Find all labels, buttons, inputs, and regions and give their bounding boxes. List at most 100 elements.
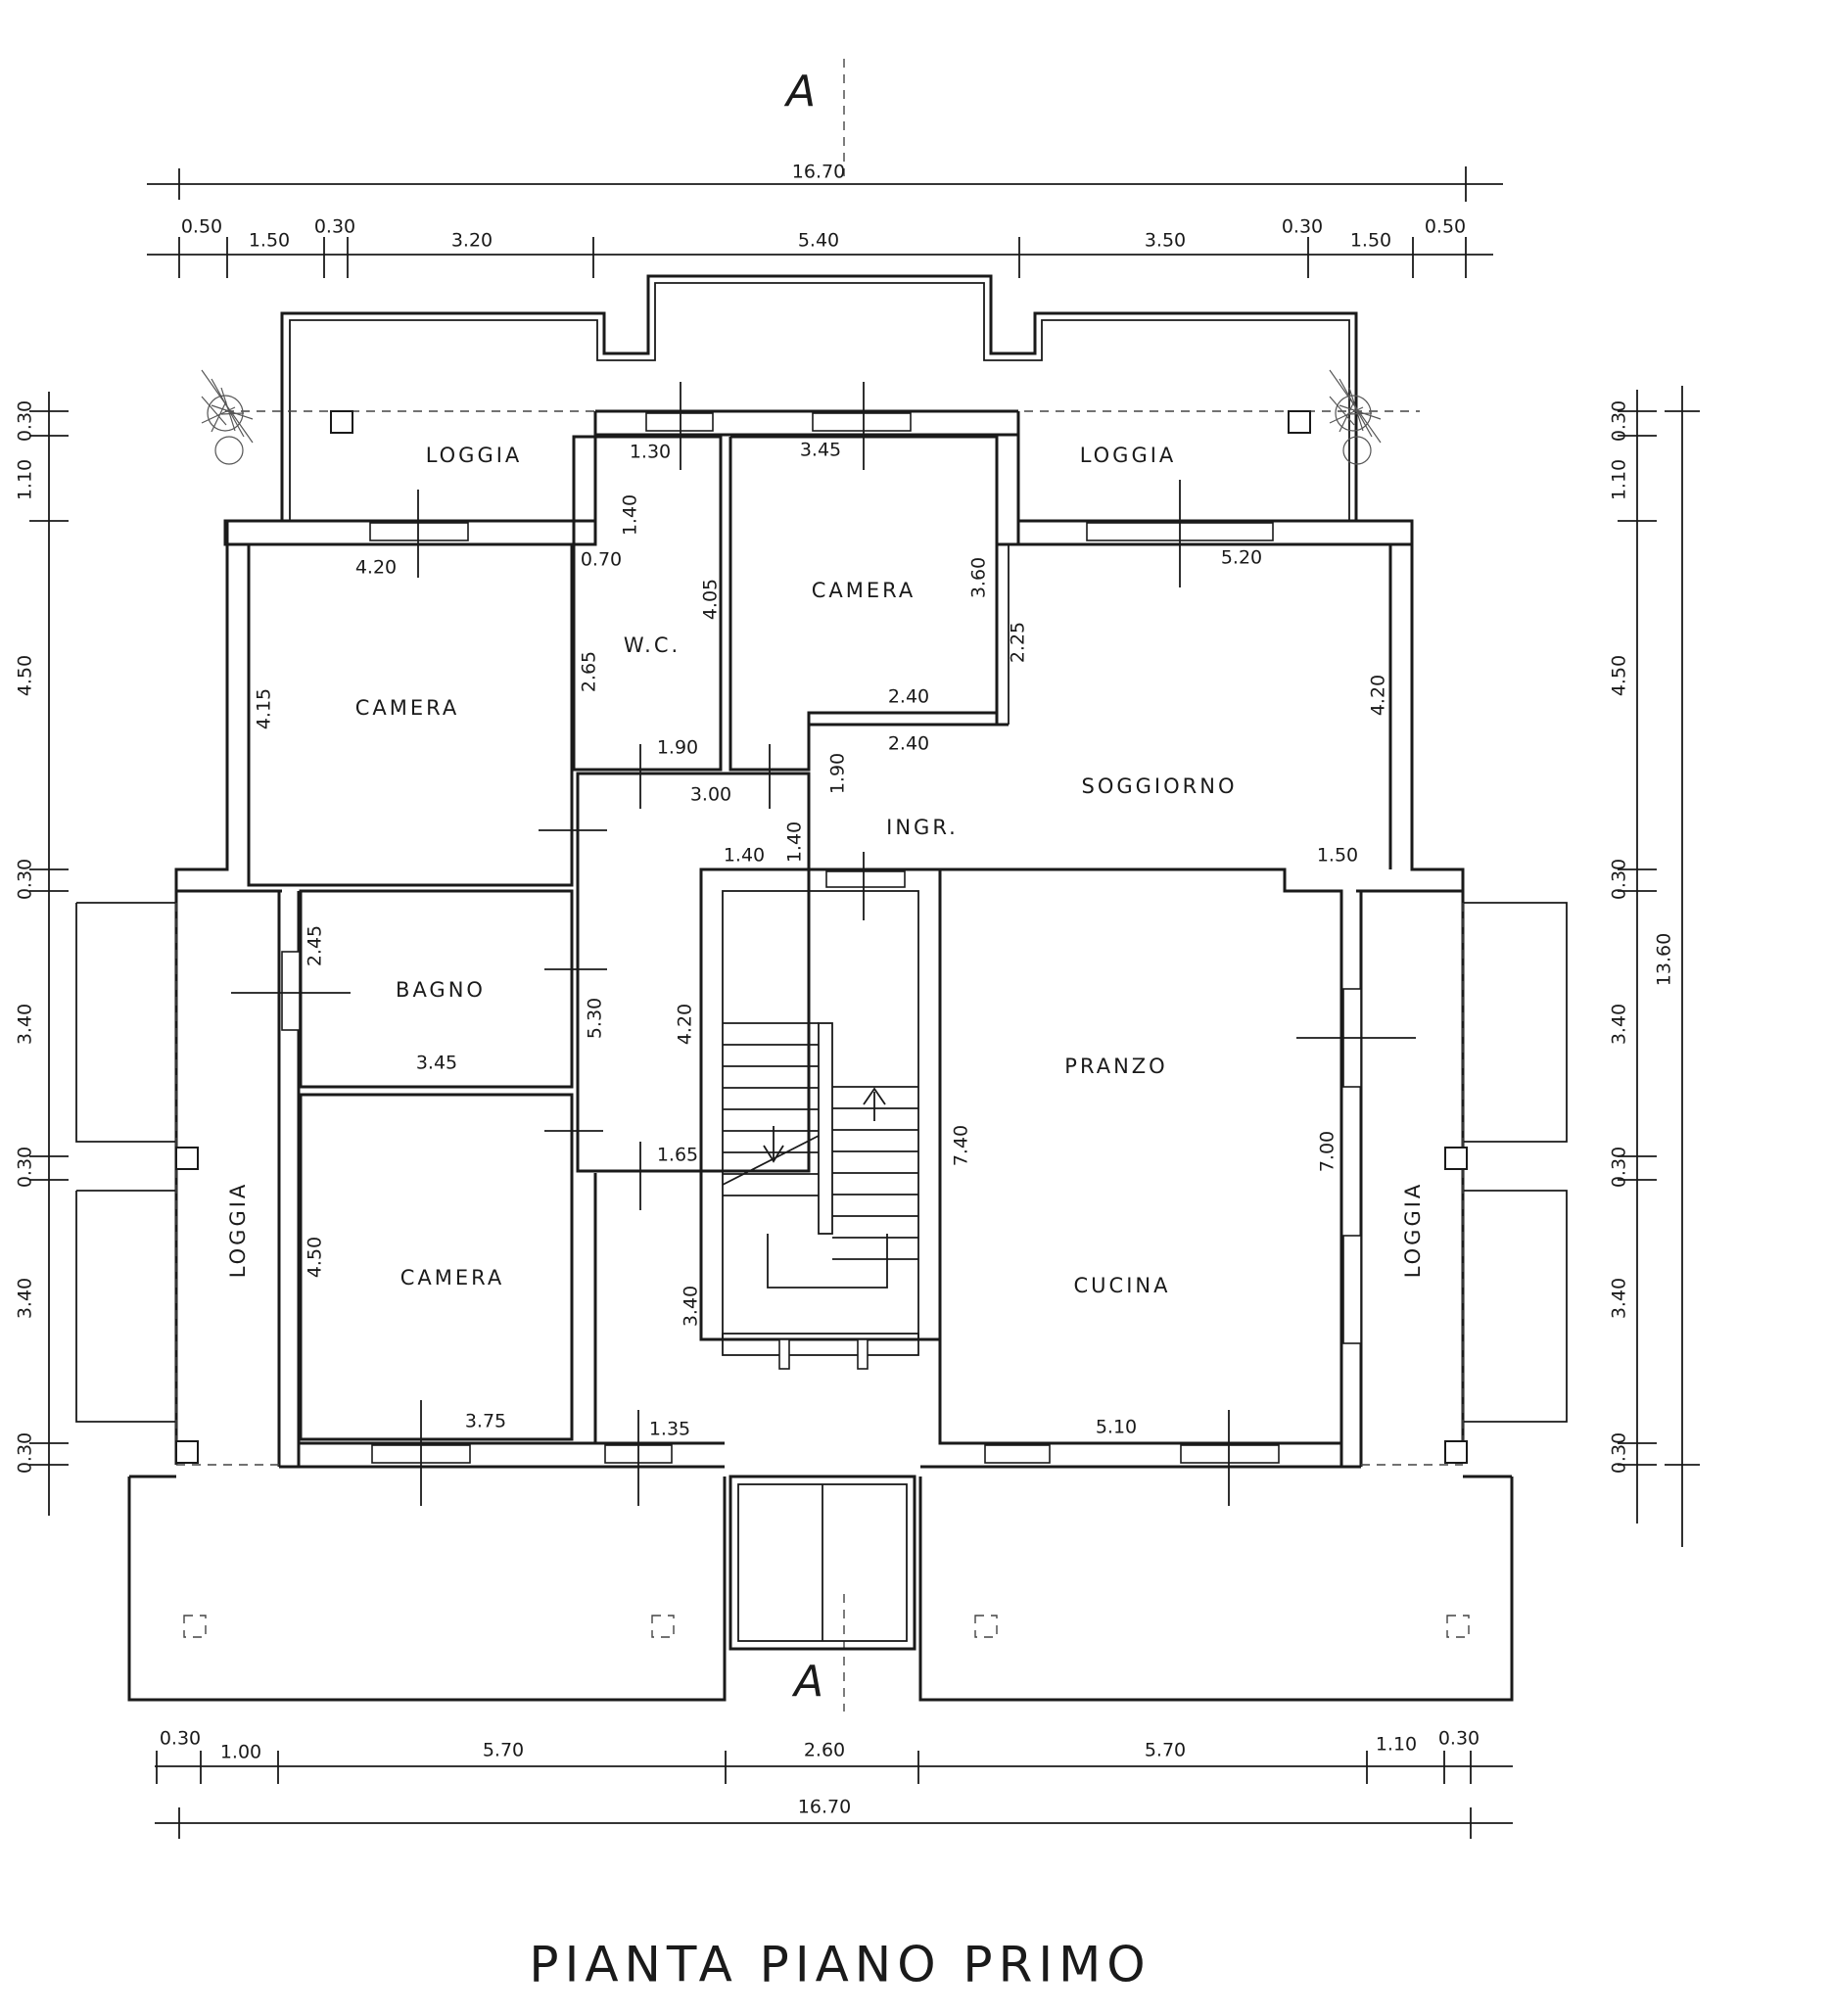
dimension-value: 5.70 xyxy=(1145,1740,1186,1761)
right-loggia-parapet xyxy=(1463,902,1568,1143)
pillar xyxy=(1288,410,1311,434)
left-loggia-parapet xyxy=(76,902,177,1142)
dimension-value: 1.30 xyxy=(630,442,671,463)
room-label-wc: W.C. xyxy=(624,633,681,657)
room-label-loggia: LOGGIA xyxy=(226,1182,250,1279)
room-label-pranzo: PRANZO xyxy=(1064,1055,1167,1078)
dimension-value: 1.40 xyxy=(724,845,765,867)
dimension-value: 1.65 xyxy=(657,1145,698,1166)
window xyxy=(812,412,912,432)
dimension-value: 0.30 xyxy=(1609,1147,1630,1188)
left-loggia-parapet-lower xyxy=(75,1190,177,1423)
dimension-value: 3.75 xyxy=(465,1411,506,1432)
stair-landing-edge xyxy=(722,1333,919,1356)
stair-arrow-up-head xyxy=(863,1087,886,1105)
dimension-value: 1.35 xyxy=(649,1419,690,1440)
dimension-value: 3.60 xyxy=(968,557,990,598)
dimension-value: 0.30 xyxy=(1438,1728,1480,1750)
dimension-value: 5.40 xyxy=(798,230,839,252)
stair-arrow-down-head xyxy=(763,1145,784,1163)
dimension-value: 3.45 xyxy=(416,1053,457,1074)
window xyxy=(369,522,469,541)
pranzo-cucina-room xyxy=(938,867,1343,1445)
pillar-outline xyxy=(183,1615,207,1638)
dimension-value: 3.40 xyxy=(681,1286,702,1327)
planter-shrub xyxy=(1335,395,1372,432)
camera-top-left-room xyxy=(247,542,574,887)
dimension-value: 0.30 xyxy=(1609,859,1630,900)
left-loggia-parapet-outer xyxy=(75,903,176,1143)
stairwell xyxy=(699,867,942,1341)
wc-room xyxy=(572,435,723,772)
room-label-camera: CAMERA xyxy=(400,1266,505,1289)
room-label-soggiorno: SOGGIORNO xyxy=(1082,774,1238,798)
dimension-value: 1.00 xyxy=(220,1742,261,1763)
dimension-value: 0.30 xyxy=(15,1432,36,1474)
dimension-value: 1.90 xyxy=(827,753,849,794)
bagno-room xyxy=(299,889,574,1089)
dimension-value: 4.50 xyxy=(305,1237,326,1278)
stair-spine xyxy=(818,1022,833,1235)
window xyxy=(857,1338,869,1370)
planter-shrub xyxy=(207,395,244,432)
dimension-value: 3.40 xyxy=(15,1278,36,1319)
pillar xyxy=(1444,1440,1468,1464)
dimension-value: 3.00 xyxy=(690,784,731,806)
planter-stroke xyxy=(1348,387,1364,432)
window xyxy=(825,870,906,888)
pillar xyxy=(175,1440,199,1464)
plan-labels: LOGGIA LOGGIA CAMERA W.C. CAMERA SOGGIORNO ING… xyxy=(15,67,1675,1993)
dimension-value: 1.40 xyxy=(784,821,806,863)
plan-geometry xyxy=(29,59,1700,1839)
planter-shrub xyxy=(1342,436,1372,465)
dimension-value: 5.70 xyxy=(483,1740,524,1761)
dimension-value: 2.40 xyxy=(888,733,929,755)
stairwell-inner xyxy=(722,890,919,1340)
dimension-value: 2.25 xyxy=(1008,622,1029,663)
dimension-value: 1.10 xyxy=(1376,1734,1417,1756)
dimension-value: 4.20 xyxy=(1368,675,1389,716)
dimension-value: 3.40 xyxy=(1609,1278,1630,1319)
dimension-value: 13.60 xyxy=(1654,933,1675,986)
planter-stroke xyxy=(220,387,236,432)
stair-landing xyxy=(767,1234,888,1289)
planter-stroke xyxy=(1329,406,1364,424)
dimension-value: 0.50 xyxy=(1425,216,1466,238)
pillar xyxy=(175,1147,199,1170)
dimension-value: 1.10 xyxy=(15,459,36,500)
pillar-outline xyxy=(651,1615,675,1638)
dimension-value: 0.30 xyxy=(15,400,36,442)
soggiorno-walls xyxy=(997,542,1392,869)
dimension-value: 5.20 xyxy=(1221,547,1262,569)
dimension-value: 4.20 xyxy=(675,1004,696,1045)
section-marker: A xyxy=(791,1657,823,1707)
planter-stroke xyxy=(201,406,236,424)
window xyxy=(984,1444,1051,1464)
pillar xyxy=(330,410,353,434)
dimension-value: 4.05 xyxy=(700,579,722,620)
room-label-loggia: LOGGIA xyxy=(1401,1182,1425,1279)
entrance-canopy xyxy=(728,1475,916,1651)
dimension-value: 1.90 xyxy=(657,737,698,759)
dimension-value: 0.30 xyxy=(15,859,36,900)
planter-stroke xyxy=(1329,396,1355,426)
room-label-loggia: LOGGIA xyxy=(426,444,523,467)
plan-title: PIANTA PIANO PRIMO xyxy=(529,1937,1151,1993)
dimension-value: 16.70 xyxy=(792,162,845,183)
bottom-right-terrace xyxy=(918,1477,1514,1702)
corridor-room xyxy=(576,772,811,1173)
room-label-ingr: INGR. xyxy=(886,816,959,839)
pillar xyxy=(1444,1147,1468,1170)
dimension-value: 2.40 xyxy=(888,686,929,708)
section-marker: A xyxy=(783,67,816,117)
dimension-value: 4.50 xyxy=(1609,655,1630,696)
dimension-value: 0.30 xyxy=(1609,1432,1630,1474)
dimension-value: 4.15 xyxy=(254,688,275,729)
dimension-value: 7.40 xyxy=(951,1125,972,1166)
room-label-camera: CAMERA xyxy=(812,579,916,602)
room-label-loggia: LOGGIA xyxy=(1080,444,1177,467)
planter-stroke xyxy=(1348,412,1373,415)
pillar-outline xyxy=(974,1615,998,1638)
planter-stroke xyxy=(1339,404,1382,420)
dimension-value: 0.30 xyxy=(1609,400,1630,442)
